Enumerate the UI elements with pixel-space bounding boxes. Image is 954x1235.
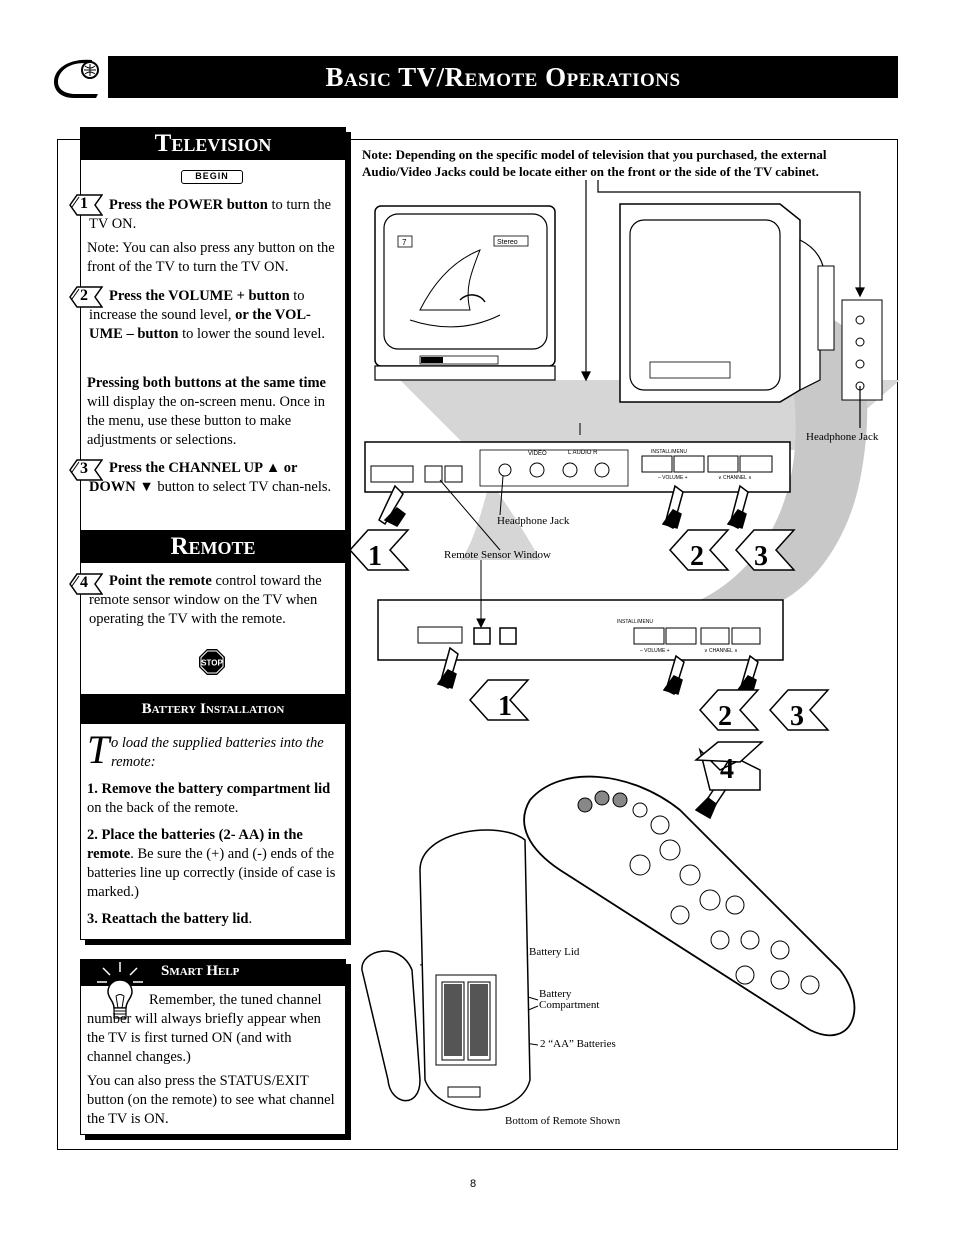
step-1-badge: 1 xyxy=(69,194,103,216)
svg-text:– VOLUME +: – VOLUME + xyxy=(658,475,688,481)
page-number: 8 xyxy=(470,1178,477,1190)
tv-remote-illustration: 7 Stereo xyxy=(348,180,900,1111)
remote-sensor-window-label: Remote Sensor Window xyxy=(444,549,551,561)
svg-text:1: 1 xyxy=(498,691,512,722)
callout-2-bottom: 2 xyxy=(698,689,760,732)
step-3-badge: 3 xyxy=(69,459,103,481)
svg-text:4: 4 xyxy=(720,754,734,785)
svg-text:2: 2 xyxy=(718,701,732,732)
side-tv-drawing xyxy=(619,203,883,403)
callout-2-top: 2 xyxy=(668,529,730,572)
battery-step-2: 2. Place the batteries (2- AA) in the re… xyxy=(87,827,336,900)
step-2-text: Press the VOLUME + button to increase th… xyxy=(89,288,326,342)
page-title: Basic TV/Remote Operations xyxy=(325,61,681,92)
smart-help-heading: Smart Help xyxy=(161,963,240,979)
svg-text:2: 2 xyxy=(690,541,704,572)
step-2-note: Pressing both buttons at the same time w… xyxy=(87,375,326,448)
step-1-text: Press the POWER button to turn the TV ON… xyxy=(89,197,332,232)
battery-step-1: 1. Remove the battery compartment lid on… xyxy=(87,781,331,816)
content-frame xyxy=(57,139,898,1150)
svg-text:L AUDIO R: L AUDIO R xyxy=(568,450,598,456)
bottom-of-remote-label: Bottom of Remote Shown xyxy=(505,1115,621,1127)
step-2-badge: 2 xyxy=(69,286,103,308)
battery-installation-heading: Battery Installation xyxy=(81,694,345,724)
tv-control-panel-drawing: VIDEO L AUDIO R INSTALL/MENU – VOLUME + … xyxy=(364,441,791,493)
callout-4: 4 xyxy=(694,741,764,791)
battery-intro: o load the supplied batteries into the r… xyxy=(111,735,324,770)
callout-1-bottom: 1 xyxy=(468,679,530,722)
television-remote-panel: Television BEGIN 1 Press the POWER butto… xyxy=(69,127,346,940)
tv-channel-osd: 7 xyxy=(402,238,407,247)
step-3-text: Press the CHANNEL UP ▲ or DOWN ▼ button … xyxy=(89,460,332,495)
smart-help-text-2: You can also press the STATUS/EXIT butto… xyxy=(87,1073,335,1127)
tv-front-panel-drawing: INSTALL/MENU – VOLUME + ∨ CHANNEL ∧ xyxy=(377,599,784,661)
svg-text:3: 3 xyxy=(790,701,804,732)
step-4-text: Point the remote control toward the remo… xyxy=(89,573,322,627)
light-bulb-icon xyxy=(95,956,145,1022)
svg-text:3: 3 xyxy=(754,541,768,572)
battery-lid-drawing xyxy=(361,950,421,1102)
battery-compartment-label: Battery Compartment xyxy=(539,988,600,1011)
callout-1-top: 1 xyxy=(348,529,410,572)
drop-cap: T xyxy=(87,727,110,772)
page-title-bar: Basic TV/Remote Operations xyxy=(108,56,898,98)
remote-control-drawing xyxy=(523,775,856,1037)
remote-bottom-drawing xyxy=(419,829,531,1111)
headphone-jack-label-center: Headphone Jack xyxy=(497,515,570,527)
front-tv-drawing: 7 Stereo xyxy=(374,205,556,381)
smart-help-panel: Smart Help Remember, the tuned channel n… xyxy=(80,959,346,1135)
svg-text:∨ CHANNEL ∧: ∨ CHANNEL ∧ xyxy=(704,648,738,654)
aa-batteries-label: 2 “AA” Batteries xyxy=(540,1038,616,1050)
step-4-badge: 4 xyxy=(69,573,103,595)
headphone-jack-label-right: Headphone Jack xyxy=(806,431,879,443)
svg-text:INSTALL/MENU: INSTALL/MENU xyxy=(651,449,687,455)
begin-badge: BEGIN xyxy=(181,170,243,184)
svg-text:∨ CHANNEL ∧: ∨ CHANNEL ∧ xyxy=(718,475,752,481)
stop-sign-icon: STOP xyxy=(198,648,226,676)
pointing-hand-icons xyxy=(378,484,759,820)
grey-swoosh-shape xyxy=(700,316,868,613)
remote-heading: Remote xyxy=(81,530,345,563)
callout-3-bottom: 3 xyxy=(768,689,830,732)
callout-3-top: 3 xyxy=(734,529,796,572)
svg-text:– VOLUME +: – VOLUME + xyxy=(640,648,670,654)
television-heading: Television xyxy=(81,128,345,160)
model-note: Note: Depending on the specific model of… xyxy=(362,147,827,179)
step-callouts: 1 2 3 1 2 3 4 xyxy=(348,529,830,791)
svg-text:VIDEO: VIDEO xyxy=(528,451,547,457)
tv-stereo-osd: Stereo xyxy=(497,239,518,246)
cable-plug-logo-icon xyxy=(52,56,108,100)
step-1-note: Note: You can also press any button on t… xyxy=(87,240,335,275)
battery-step-3: 3. Reattach the battery lid. xyxy=(87,911,253,927)
smart-help-text-1: Remember, the tuned channel number will … xyxy=(87,992,322,1065)
svg-text:INSTALL/MENU: INSTALL/MENU xyxy=(617,619,653,625)
svg-text:STOP: STOP xyxy=(201,659,223,668)
svg-text:1: 1 xyxy=(368,541,382,572)
battery-lid-label: Battery Lid xyxy=(529,946,580,958)
